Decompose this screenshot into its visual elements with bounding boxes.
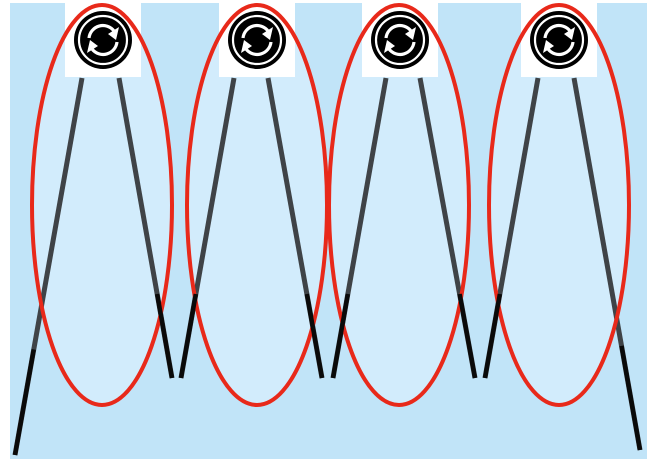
- sync-icon: [226, 9, 288, 71]
- sync-icon: [72, 9, 134, 71]
- sync-icon: [528, 9, 590, 71]
- unit-1-ellipse-outline: [30, 3, 174, 407]
- unit-1-right-leg-tip: [154, 293, 175, 379]
- unit-3-ellipse-outline: [327, 3, 471, 407]
- unit-1-ellipse-fill: [32, 5, 172, 405]
- unit-3-right-leg-tip: [457, 293, 478, 379]
- unit-2-left-leg-tip: [178, 293, 199, 379]
- unit-4-left-leg-tip: [482, 293, 503, 379]
- unit-3-left-leg-tip: [330, 293, 351, 379]
- sync-icon: [369, 9, 431, 71]
- unit-2-right-leg-tip: [304, 293, 325, 379]
- unit-2-ellipse-fill: [187, 5, 327, 405]
- unit-4-ellipse-fill: [489, 5, 629, 405]
- unit-1-left-leg-tip: [12, 349, 36, 456]
- unit-4-ellipse-outline: [487, 3, 631, 407]
- unit-3-ellipse-fill: [329, 5, 469, 405]
- unit-4-right-leg-tip: [619, 345, 643, 451]
